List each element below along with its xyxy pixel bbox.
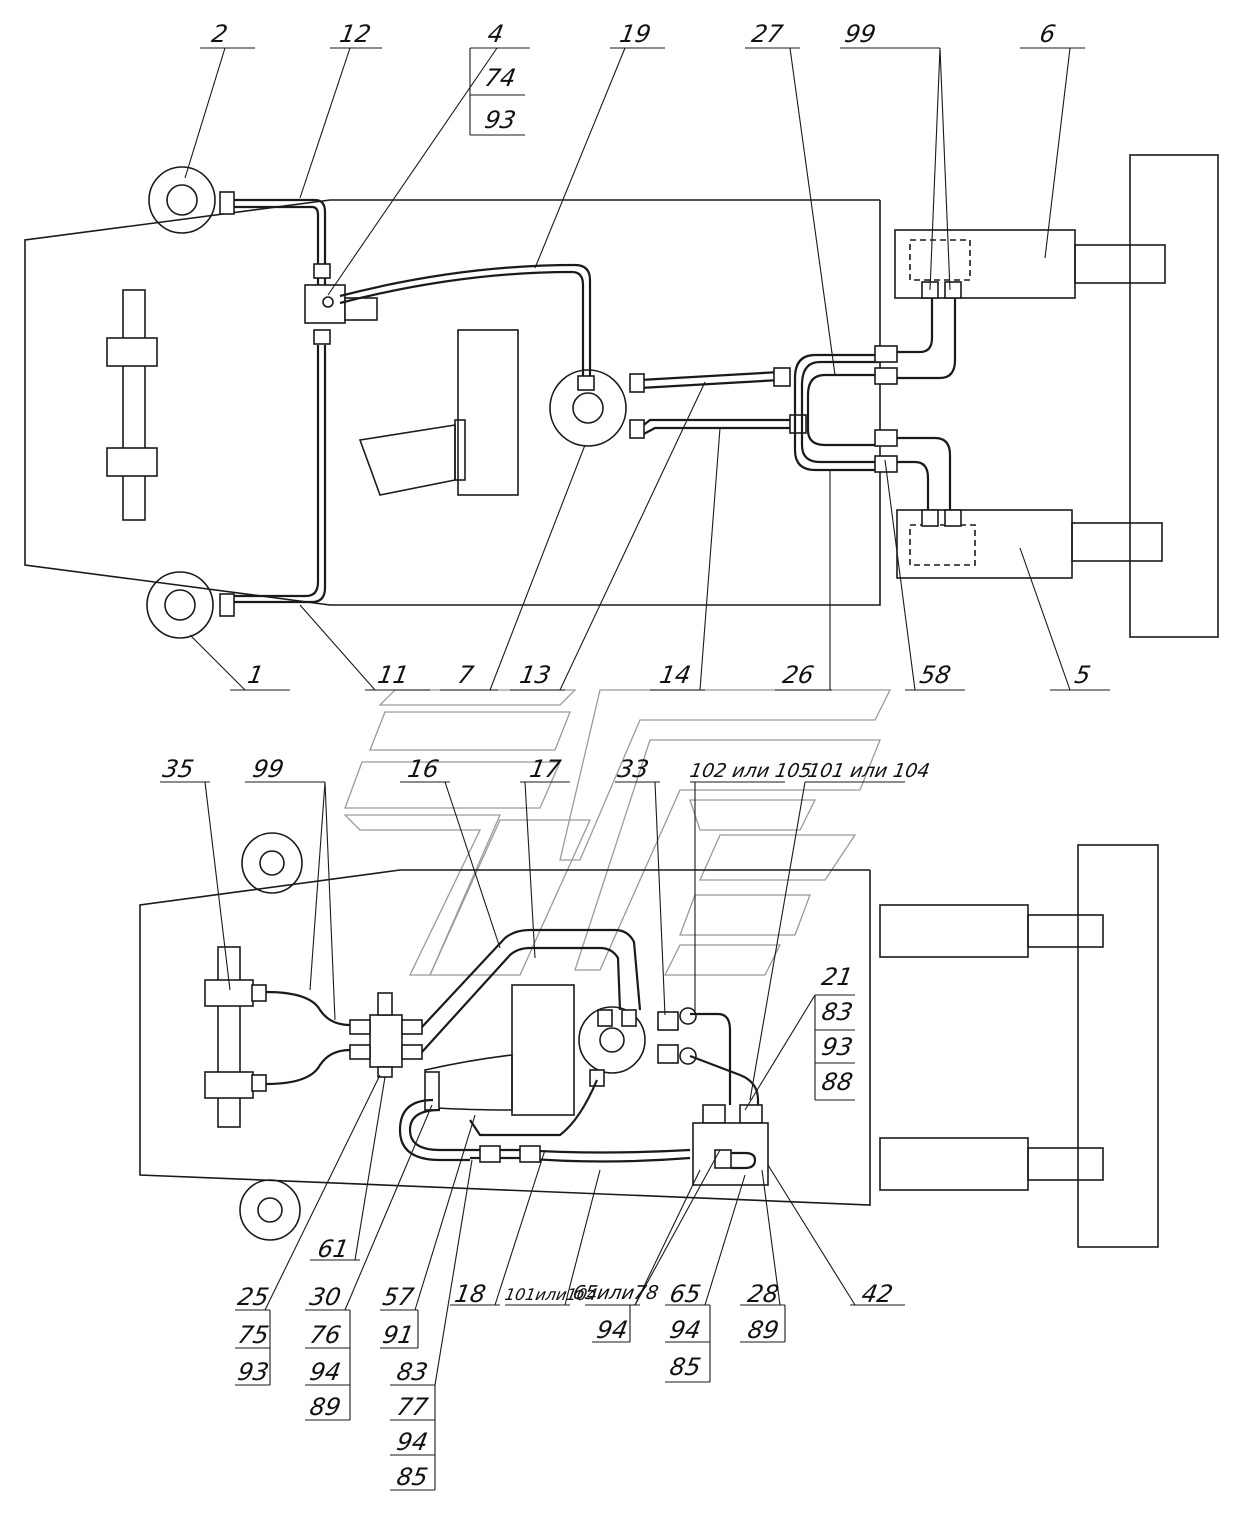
label-89-a: 89: [307, 1393, 344, 1421]
label-65: 65: [667, 1280, 704, 1308]
label-61: 61: [315, 1235, 352, 1263]
label-33: 33: [615, 755, 652, 783]
label-26: 26: [780, 661, 817, 689]
label-21: 21: [819, 963, 856, 991]
label-11: 11: [375, 661, 412, 689]
label-13: 13: [517, 661, 554, 689]
bottom-view: [139, 832, 1159, 1248]
label-35: 35: [160, 755, 197, 783]
leader-lines: [160, 47, 1110, 1491]
label-14: 14: [657, 661, 694, 689]
label-93-left: 93: [235, 1358, 272, 1386]
label-88: 88: [819, 1068, 856, 1096]
label-94-b: 94: [394, 1428, 431, 1456]
label-19: 19: [617, 20, 654, 48]
label-65-or-78: 65или78: [571, 1282, 661, 1304]
label-85-b: 85: [667, 1353, 704, 1381]
label-102-or-105: 102 или 105: [688, 760, 814, 782]
label-75: 75: [235, 1321, 272, 1349]
label-18: 18: [452, 1280, 489, 1308]
label-83: 83: [819, 998, 856, 1026]
label-25: 25: [235, 1283, 272, 1311]
label-85-a: 85: [394, 1463, 431, 1491]
label-57: 57: [380, 1283, 417, 1311]
label-89-b: 89: [745, 1316, 782, 1344]
label-12: 12: [337, 20, 374, 48]
label-94-c: 94: [594, 1316, 631, 1344]
label-27: 27: [749, 20, 786, 48]
label-58: 58: [917, 661, 954, 689]
label-42: 42: [859, 1280, 896, 1308]
label-30: 30: [307, 1283, 344, 1311]
label-16: 16: [405, 755, 442, 783]
label-99-top: 99: [842, 20, 879, 48]
label-93-top: 93: [482, 106, 519, 134]
label-94-a: 94: [307, 1358, 344, 1386]
label-101-or-104-top: 101 или 104: [806, 760, 932, 782]
watermark-logo: [343, 689, 892, 976]
top-view: [24, 154, 1219, 639]
label-17: 17: [527, 755, 564, 783]
label-77: 77: [394, 1393, 431, 1421]
label-83-b: 83: [394, 1358, 431, 1386]
label-28: 28: [745, 1280, 782, 1308]
label-93-right: 93: [819, 1033, 856, 1061]
label-76: 76: [307, 1321, 344, 1349]
label-74: 74: [482, 64, 519, 92]
label-91: 91: [380, 1321, 417, 1349]
label-94-d: 94: [667, 1316, 704, 1344]
label-99-bottom: 99: [250, 755, 287, 783]
